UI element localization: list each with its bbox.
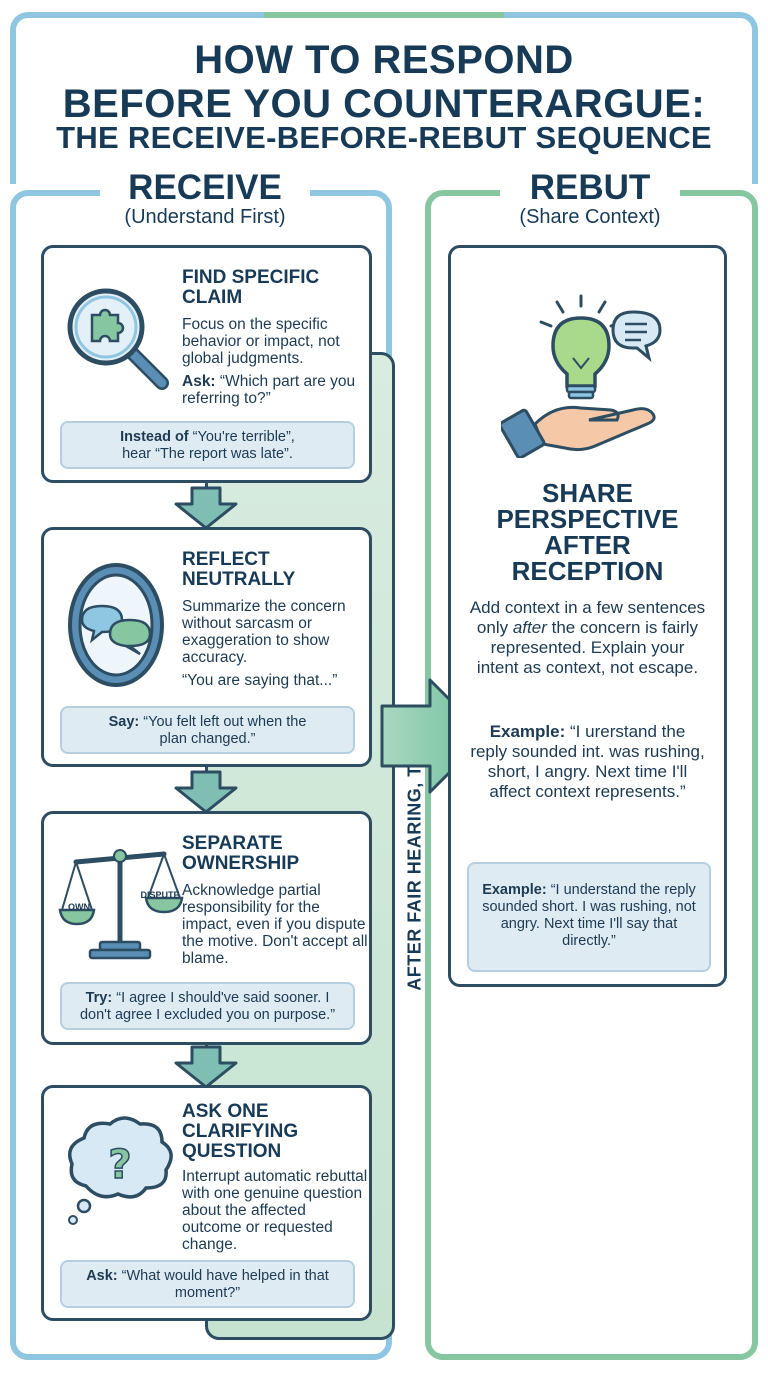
- tip-text-2: moment?”: [174, 1285, 241, 1301]
- step-title-2: NEUTRALLY: [182, 569, 296, 590]
- rebut-subheading: (Share Context): [519, 206, 661, 228]
- rebut-body-emphasis: after: [512, 618, 547, 637]
- rebut-heading-gap: [500, 180, 680, 210]
- rebut-body-text-2: the concern is fairly represented. Expla…: [476, 618, 699, 677]
- tip-text-2: don't agree I excluded you on purpose.”: [79, 1007, 336, 1023]
- scale-icon: [58, 849, 184, 960]
- step-card-reflect: REFLECT NEUTRALLY Summarize the concern …: [41, 527, 372, 767]
- rebut-heading: REBUT: [529, 168, 651, 207]
- mirror-speech-icon: [68, 563, 164, 687]
- rebut-title: SHARE PERSPECTIVE AFTER RECEPTION: [451, 480, 724, 584]
- tip-label: Ask:: [86, 1268, 118, 1284]
- tip-text-2: plan changed.”: [159, 731, 256, 747]
- step-tip: Instead of “You're terrible”, hear “The …: [60, 421, 355, 469]
- scale-left-label: OWN: [68, 902, 90, 912]
- tip-text: “What would have helped in that: [121, 1268, 329, 1284]
- title-line-3: THE RECEIVE-BEFORE-REBUT SEQUENCE: [56, 120, 712, 155]
- rebut-example-1: Example: “I urerstand the reply sounded …: [469, 722, 706, 802]
- step-card-clarify: ? ASK ONE CLARIFYING QUESTION Interrupt …: [41, 1085, 372, 1321]
- example-label: Example:: [482, 882, 547, 898]
- step-body: Focus on the specific behavior or impact…: [182, 316, 340, 367]
- svg-text:?: ?: [108, 1142, 131, 1188]
- step-tip: Try: “I agree I should've said sooner. I…: [60, 982, 355, 1030]
- step-body: Summarize the concern without sarcasm or…: [182, 598, 346, 666]
- tip-text: “You felt left out when the: [143, 714, 307, 730]
- magnifier-puzzle-icon: [67, 288, 169, 390]
- step-quote: “You are saying that...”: [182, 672, 338, 689]
- example-label: Example:: [489, 722, 566, 741]
- step-body: Interrupt automatic rebuttal with one ge…: [182, 1168, 368, 1253]
- scale-right-label: DISPUTE: [140, 890, 180, 900]
- step-title-3: QUESTION: [182, 1141, 282, 1162]
- rebut-body: Add context in a few sentences only afte…: [469, 598, 706, 678]
- header-accent: [264, 12, 504, 18]
- receive-subheading: (Understand First): [124, 206, 286, 228]
- step-body: Acknowledge partial responsibility for t…: [182, 882, 368, 967]
- tip-label: Try:: [85, 990, 113, 1006]
- tip-text: “You're terrible”,: [192, 429, 295, 445]
- rebut-title-line: AFTER: [544, 530, 631, 560]
- rebut-example-2: Example: “I understand the reply sounded…: [467, 862, 711, 972]
- ask-text: “Which part are you referring to?”: [182, 373, 356, 407]
- tip-label: Say:: [108, 714, 140, 730]
- step-card-find-claim: FIND SPECIFIC CLAIM Focus on the specifi…: [41, 245, 372, 483]
- step-ask: Ask: “Which part are you referring to?”: [182, 373, 362, 407]
- step-title: SEPARATE: [182, 833, 283, 854]
- ask-label: Ask:: [182, 373, 216, 390]
- step-tip: Say: “You felt left out when the plan ch…: [60, 706, 355, 754]
- step-title: ASK ONE: [182, 1101, 269, 1122]
- title-line-2: BEFORE YOU COUNTERARGUE:: [62, 82, 706, 126]
- step-title-2: OWNERSHIP: [182, 853, 300, 874]
- rebut-card: SHARE PERSPECTIVE AFTER RECEPTION Add co…: [448, 245, 727, 987]
- receive-heading: RECEIVE: [128, 168, 282, 207]
- step-title-2: CLARIFYING: [182, 1121, 299, 1142]
- tip-label: Instead of: [120, 429, 189, 445]
- hand-lightbulb-icon: [501, 294, 662, 458]
- down-arrow-icon: [174, 1045, 238, 1089]
- example-text: “I understand the reply sounded short. I…: [482, 882, 696, 949]
- thought-question-icon: ?: [68, 1116, 173, 1225]
- step-title: FIND SPECIFIC: [182, 267, 320, 288]
- step-title: REFLECT: [182, 549, 270, 570]
- step-title-2: CLAIM: [182, 287, 243, 308]
- down-arrow-icon: [174, 486, 238, 530]
- rebut-body-text: Add context in a few sentences only: [469, 598, 706, 637]
- tip-text-2: hear “The report was late”.: [122, 446, 293, 462]
- rebut-title-line: SHARE: [541, 478, 633, 508]
- tip-text: “I agree I should've said sooner. I: [116, 990, 330, 1006]
- title-line-1: HOW TO RESPOND: [194, 38, 574, 82]
- step-tip: Ask: “What would have helped in that mom…: [60, 1260, 355, 1308]
- rebut-title-line: RECEPTION: [511, 556, 664, 586]
- step-card-ownership: OWN DISPUTE SEPARATE OWNERSHIP Acknowled…: [41, 811, 372, 1045]
- example-text: “I urerstand the reply sounded int. was …: [470, 722, 705, 801]
- rebut-title-line: PERSPECTIVE: [496, 504, 679, 534]
- down-arrow-icon: [174, 770, 238, 814]
- receive-heading-gap: [100, 180, 310, 210]
